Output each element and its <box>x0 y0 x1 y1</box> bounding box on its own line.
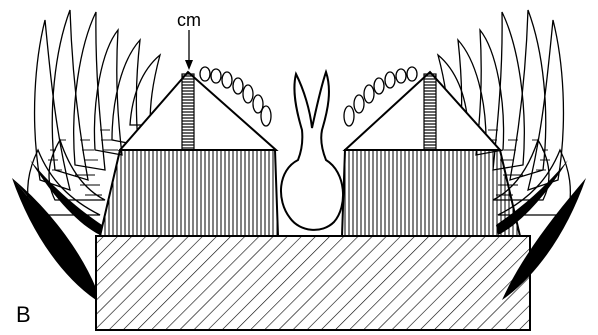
right-central-column <box>424 74 436 150</box>
left-platform <box>100 150 278 236</box>
right-pyramid <box>345 72 500 150</box>
left-pyramid <box>120 72 276 150</box>
cm-label: cm <box>177 10 201 30</box>
central-bulb <box>281 72 343 230</box>
left-central-column <box>182 74 194 150</box>
panel-label: B <box>16 302 31 327</box>
right-platform <box>342 150 520 236</box>
cm-arrow-head <box>185 60 193 70</box>
left-spines-hatching <box>48 130 118 195</box>
base-block <box>96 236 530 330</box>
